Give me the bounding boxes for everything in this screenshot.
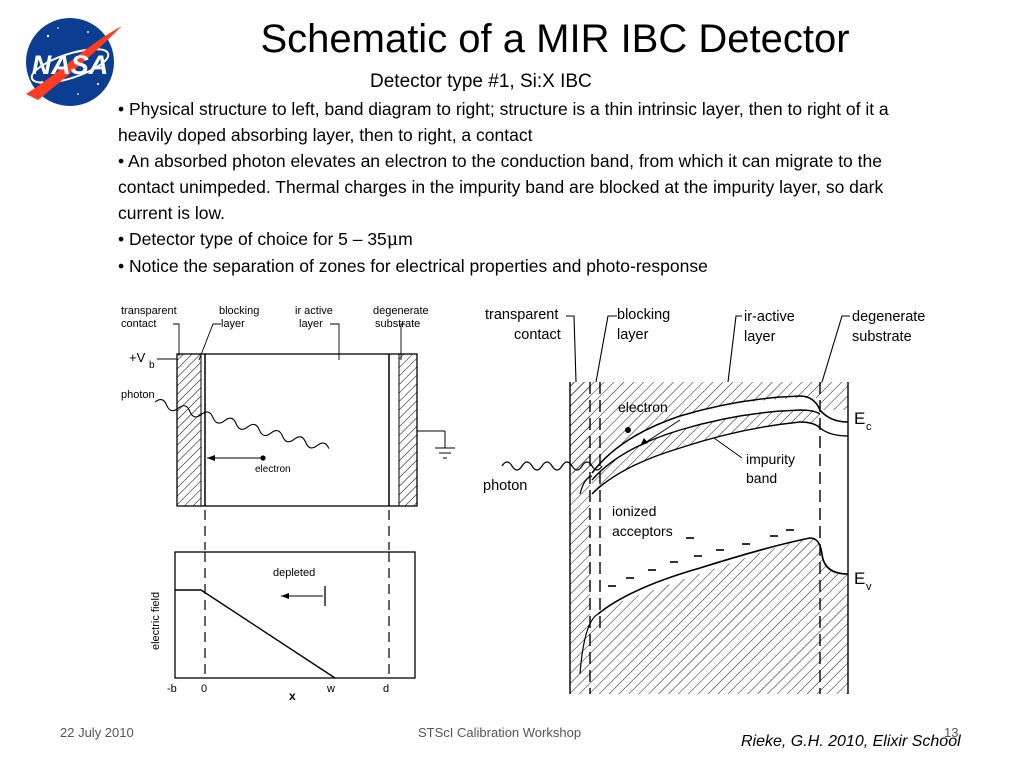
field-plot-frame xyxy=(174,551,416,679)
electron-label: electron xyxy=(255,464,291,475)
detector-body xyxy=(176,353,418,507)
y-axis-label: electric field xyxy=(150,592,162,650)
tick-label: w xyxy=(326,683,335,695)
slide-subtitle: Detector type #1, Si:X IBC xyxy=(370,71,592,92)
bullet-item: Physical structure to left, band diagram… xyxy=(118,96,918,148)
tick-label: 0 xyxy=(201,683,207,695)
ionized-label: ionized xyxy=(612,503,656,519)
x-axis-label: x xyxy=(289,689,296,703)
photon-label: photon xyxy=(121,389,155,401)
ground-symbol xyxy=(417,430,455,459)
label-ir-active: ir active xyxy=(295,305,333,317)
bias-subscript: b xyxy=(149,360,155,371)
label-degenerate: degenerate xyxy=(373,305,429,317)
mu-symbol: μ xyxy=(386,230,399,250)
photon-wave xyxy=(501,461,603,471)
nasa-logo-wordmark: NASA xyxy=(32,50,109,80)
bias-label: +V xyxy=(129,350,146,365)
bullet-item: Notice the separation of zones for elect… xyxy=(118,253,918,279)
label-contact: contact xyxy=(121,318,156,330)
label-substrate: substrate xyxy=(852,329,912,345)
substrate-top-hatch xyxy=(820,382,848,410)
nasa-logo: NASA xyxy=(26,18,122,106)
leader-lines xyxy=(566,315,850,383)
label-layer: layer xyxy=(617,327,649,343)
footer-date: 22 July 2010 xyxy=(60,725,134,740)
nasa-logo-vector xyxy=(26,26,122,100)
annotation-depleted: depleted xyxy=(273,567,315,579)
impurity-label: impurity xyxy=(746,451,795,467)
tick-label: -b xyxy=(167,683,177,695)
acceptors-label: acceptors xyxy=(612,523,673,539)
ev-subscript: v xyxy=(866,581,872,593)
structure-figure: transparent contact blocking layer ir ac… xyxy=(121,305,455,703)
projection-dashes xyxy=(204,510,390,550)
label-ir-active: ir-active xyxy=(744,309,795,325)
citation: Rieke, G.H. 2010, Elixir School xyxy=(741,733,961,750)
electron-dot xyxy=(625,427,631,433)
contact-band-curve xyxy=(579,475,593,495)
footer-event: STScI Calibration Workshop xyxy=(418,725,582,740)
ec-subscript: c xyxy=(866,421,872,433)
leader-lines xyxy=(173,323,405,361)
ec-label: E xyxy=(854,409,865,428)
substrate-hatch xyxy=(398,353,418,507)
slide-title: Schematic of a MIR IBC Detector xyxy=(260,17,850,61)
photon-wave xyxy=(154,398,330,449)
footer-page-number: 13 xyxy=(944,725,959,740)
label-transparent: transparent xyxy=(485,307,558,323)
conduction-band-edge xyxy=(591,395,849,474)
label-transparent: transparent xyxy=(121,305,177,317)
label-layer: layer xyxy=(221,318,245,330)
electron-label: electron xyxy=(618,399,668,415)
zone-dashes xyxy=(589,382,821,694)
label-contact: contact xyxy=(514,327,561,343)
nasa-logo-orbit xyxy=(30,48,110,84)
photon-label: photon xyxy=(483,478,527,494)
contact-hatch xyxy=(176,353,202,507)
bullet-item: An absorbed photon elevates an electron … xyxy=(118,148,918,226)
valence-region-hatch xyxy=(590,538,848,694)
bullet-list: Physical structure to left, band diagram… xyxy=(118,96,918,279)
contact-valence-curve xyxy=(579,613,599,675)
bullet-text: Detector type of choice for 5 – 35 xyxy=(129,229,387,249)
impurity-band-hatch xyxy=(592,410,820,494)
label-blocking: blocking xyxy=(219,305,259,317)
nasa-logo-stars xyxy=(41,27,100,95)
label-substrate: substrate xyxy=(375,318,420,330)
band-diagram: transparent contact blocking layer ir-ac… xyxy=(483,307,925,694)
band-label: band xyxy=(746,470,777,486)
tick-label: d xyxy=(383,683,389,695)
bullet-item: Detector type of choice for 5 – 35μm xyxy=(118,226,918,253)
label-layer: layer xyxy=(299,318,323,330)
ev-label: E xyxy=(854,569,865,588)
acceptor-dashes xyxy=(608,529,794,587)
impurity-band-bottom xyxy=(591,421,849,495)
label-blocking: blocking xyxy=(617,307,670,323)
valence-band-edge xyxy=(597,537,849,615)
bullet-text: m xyxy=(398,229,413,249)
field-plot-dashes xyxy=(204,552,390,678)
field-curve xyxy=(175,589,336,679)
label-degenerate: degenerate xyxy=(852,309,925,325)
label-layer: layer xyxy=(744,329,776,345)
